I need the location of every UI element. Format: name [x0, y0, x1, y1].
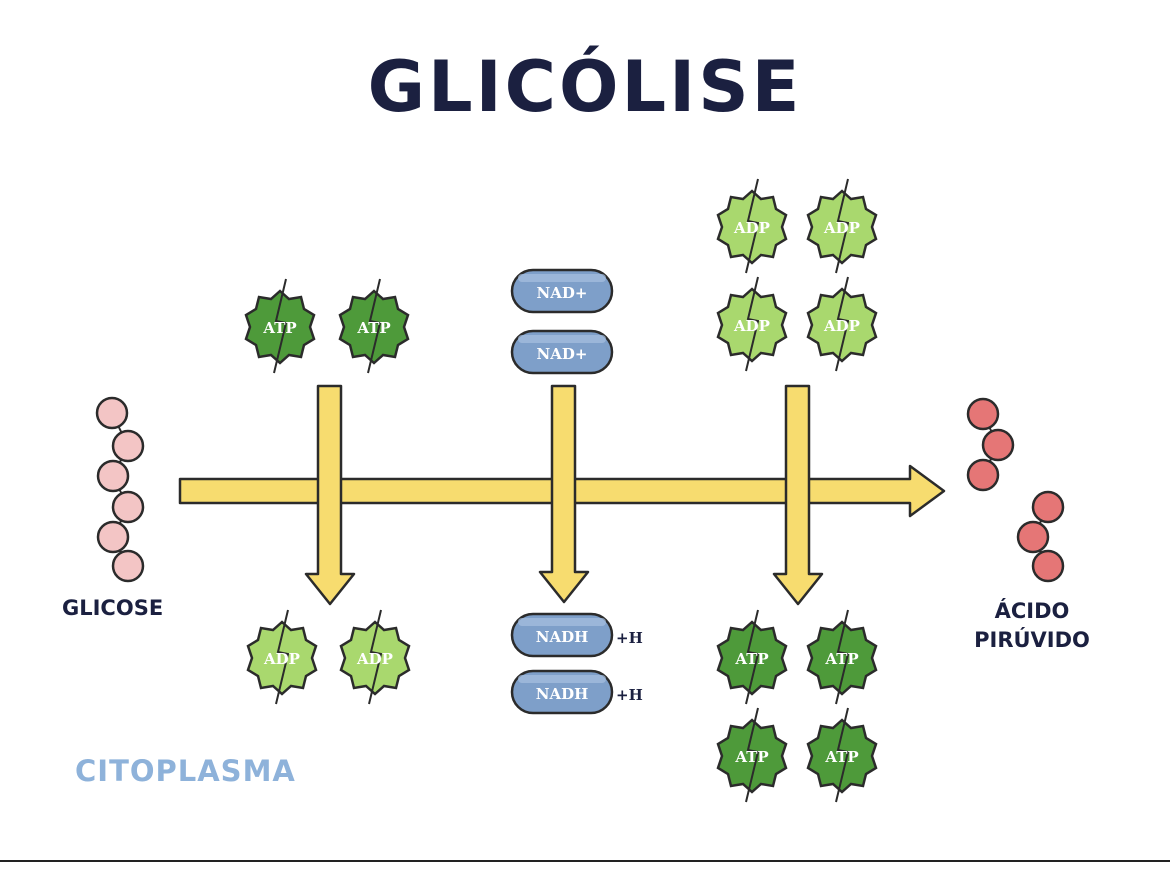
- atp-label: ATP: [734, 650, 768, 668]
- pyruvic-acid-label-line1: ÁCIDO: [994, 599, 1070, 623]
- adp-label: ADP: [823, 317, 860, 335]
- adp-label: ADP: [263, 650, 300, 668]
- atp-badge: ATP: [806, 707, 878, 803]
- nad-label: NAD+: [537, 345, 588, 363]
- adp-label: ADP: [356, 650, 393, 668]
- down-arrow-stage-3: [772, 384, 824, 606]
- cytoplasm-label: CITOPLASMA: [75, 754, 296, 788]
- nadh-label: NADH: [536, 685, 589, 703]
- bottom-divider: [0, 860, 1170, 862]
- nadh-label: NADH: [536, 628, 589, 646]
- pyruvic-acid-label-line2: PIRÚVIDO: [974, 628, 1090, 652]
- nad-label: NAD+: [537, 284, 588, 302]
- adp-label: ADP: [733, 219, 770, 237]
- atp-badge: ATP: [244, 278, 316, 374]
- adp-label: ADP: [823, 219, 860, 237]
- glucose-label: GLICOSE: [62, 596, 164, 620]
- pyruvate-molecule-1: [966, 397, 1015, 492]
- atp-badge: ATP: [716, 707, 788, 803]
- adp-badge: ADP: [716, 178, 788, 274]
- diagram-title: GLICÓLISE: [367, 46, 803, 128]
- atp-badge: ATP: [806, 609, 878, 705]
- nadh-pill: NADH +H: [510, 669, 643, 715]
- atp-badge: ATP: [716, 609, 788, 705]
- nad-pill: NAD+: [510, 268, 614, 314]
- down-arrow-stage-2: [538, 384, 590, 604]
- hydrogen-label: +H: [616, 629, 643, 647]
- adp-badge: ADP: [339, 609, 411, 705]
- adp-badge: ADP: [716, 276, 788, 372]
- atp-label: ATP: [734, 748, 768, 766]
- atp-label: ATP: [356, 319, 390, 337]
- adp-badge: ADP: [246, 609, 318, 705]
- atp-badge: ATP: [338, 278, 410, 374]
- atp-label: ATP: [824, 650, 858, 668]
- nad-pill: NAD+: [510, 329, 614, 375]
- hydrogen-label: +H: [616, 686, 643, 704]
- pyruvic-acid-label: ÁCIDO PIRÚVIDO: [958, 597, 1106, 655]
- adp-label: ADP: [733, 317, 770, 335]
- pyruvate-molecule-2: [1016, 490, 1065, 583]
- adp-badge: ADP: [806, 276, 878, 372]
- atp-label: ATP: [262, 319, 296, 337]
- atp-label: ATP: [824, 748, 858, 766]
- nadh-pill: NADH +H: [510, 612, 643, 658]
- glucose-molecule: [95, 396, 145, 583]
- adp-badge: ADP: [806, 178, 878, 274]
- down-arrow-stage-1: [304, 384, 356, 606]
